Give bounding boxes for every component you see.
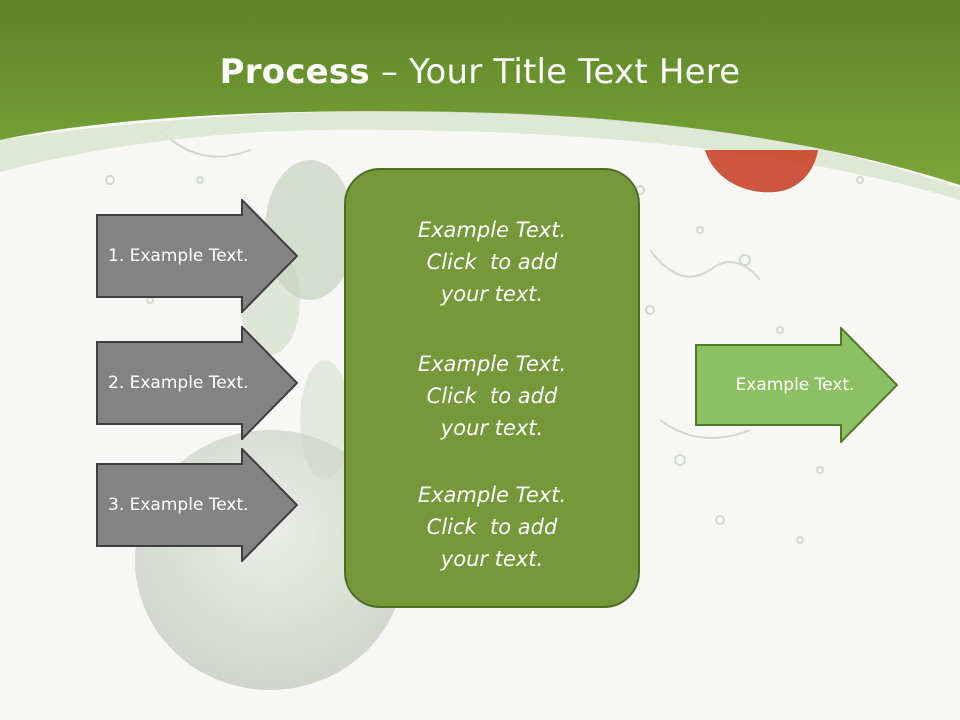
process-paragraph-2: Example Text. Click to add your text.: [346, 348, 638, 444]
paragraph-3-line-1: Example Text.: [417, 483, 567, 507]
title-separator: –: [369, 52, 410, 92]
header-band: [0, 0, 960, 185]
input-arrow-label-1: 1. Example Text.: [108, 246, 249, 266]
paragraph-2-line-1: Example Text.: [417, 352, 567, 376]
paragraph-3-line-2: Click to add: [426, 515, 558, 539]
output-arrow[interactable]: Example Text.: [695, 327, 899, 443]
process-paragraph-3: Example Text. Click to add your text.: [346, 479, 638, 575]
page-title: Process – Your Title Text Here: [0, 52, 960, 92]
input-arrow-1[interactable]: 1. Example Text.: [96, 199, 298, 313]
paragraph-3-line-3: your text.: [440, 547, 544, 571]
header-swoosh: [0, 111, 960, 200]
paragraph-1-line-3: your text.: [440, 282, 544, 306]
input-arrow-label-2: 2. Example Text.: [108, 373, 249, 393]
input-arrow-2[interactable]: 2. Example Text.: [96, 326, 298, 440]
paragraph-1-line-2: Click to add: [426, 250, 558, 274]
process-paragraph-1: Example Text. Click to add your text.: [346, 214, 638, 310]
output-arrow-label: Example Text.: [735, 375, 855, 395]
input-arrow-3[interactable]: 3. Example Text.: [96, 448, 298, 562]
paragraph-2-line-3: your text.: [440, 416, 544, 440]
paragraph-2-line-2: Click to add: [426, 384, 558, 408]
process-box[interactable]: Example Text. Click to add your text. Ex…: [344, 168, 640, 608]
paragraph-1-line-1: Example Text.: [417, 218, 567, 242]
input-arrow-label-3: 3. Example Text.: [108, 495, 249, 515]
pepper-image: [705, 150, 818, 193]
title-rest: Your Title Text Here: [409, 52, 741, 92]
title-bold: Process: [219, 52, 370, 92]
